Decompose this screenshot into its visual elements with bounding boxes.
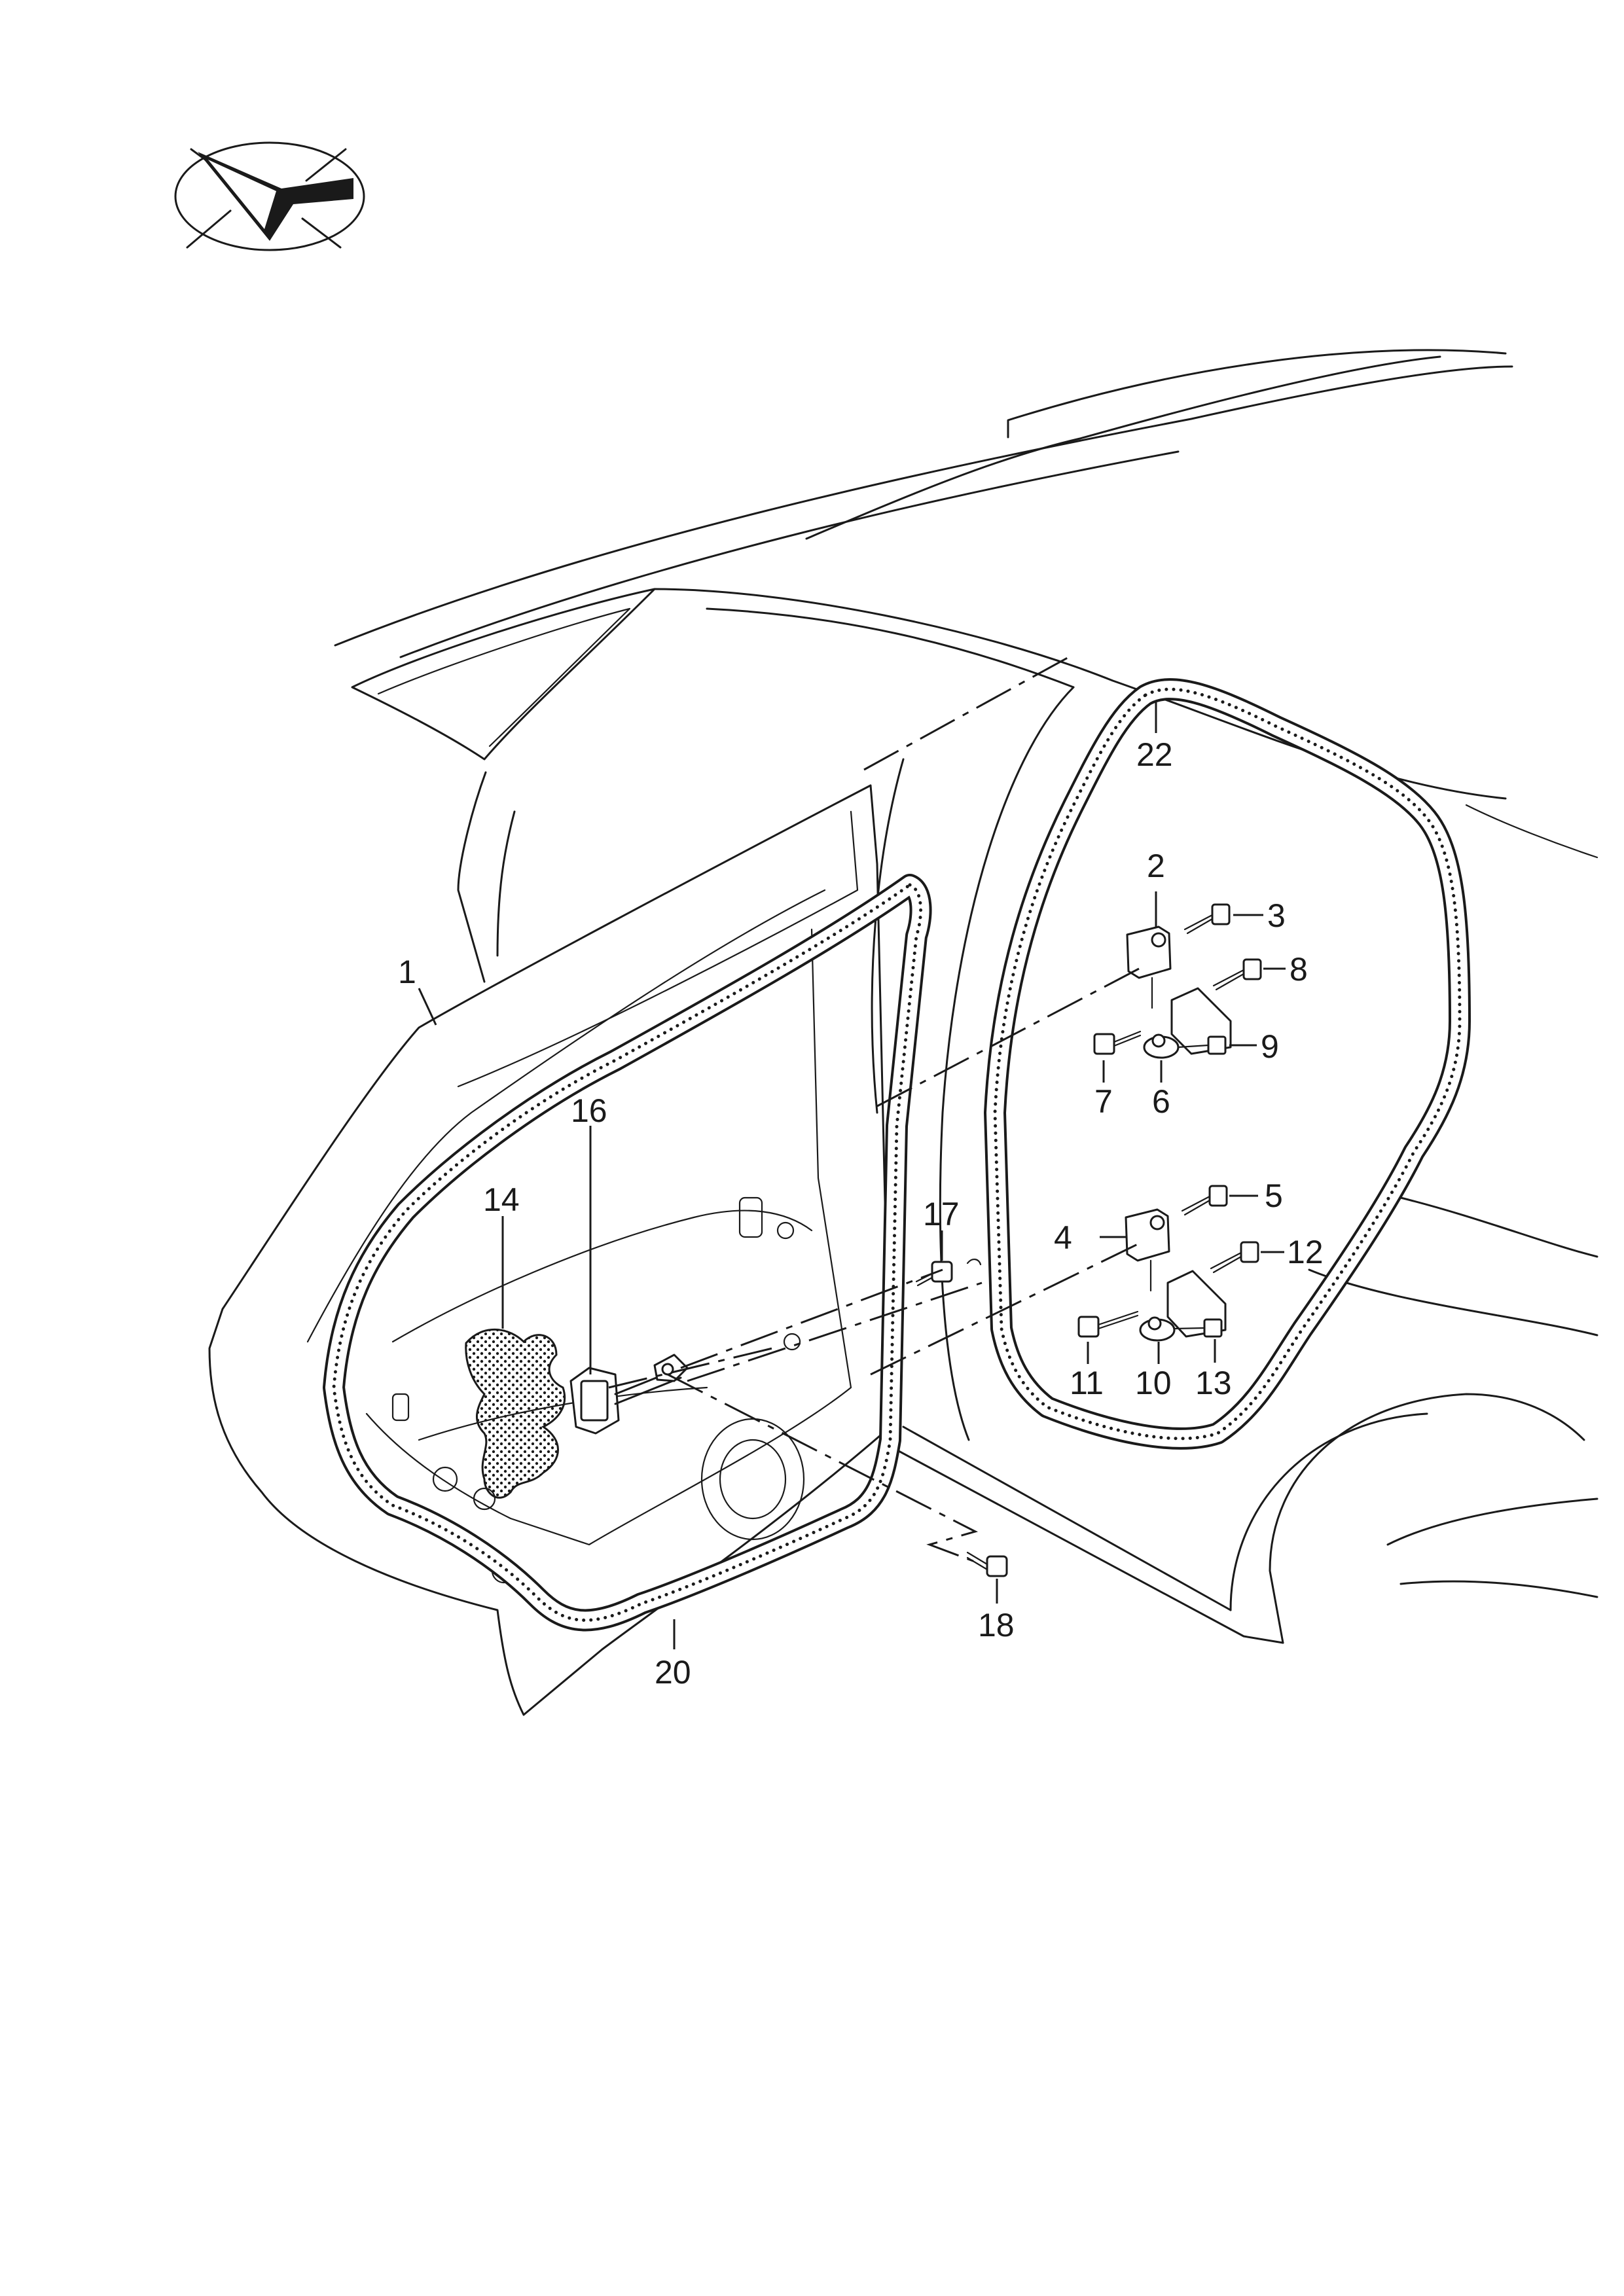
callout-16: 16: [571, 1092, 607, 1129]
callout-5: 5: [1265, 1177, 1283, 1214]
callout-7: 7: [1094, 1083, 1113, 1120]
car-body: [334, 349, 1598, 1644]
callout-11: 11: [1070, 1365, 1104, 1401]
bolt-7: [1093, 1030, 1142, 1055]
callout-6: 6: [1152, 1083, 1170, 1120]
bolt-8: [1212, 958, 1262, 991]
insulation-pad: [465, 1328, 566, 1499]
callout-17: 17: [923, 1196, 960, 1232]
upper-hinge: [1093, 903, 1262, 1059]
door-check-strap: [569, 1354, 689, 1435]
callout-22: 22: [1136, 736, 1173, 773]
door-seal: [323, 874, 932, 1632]
lower-hinge: [1077, 1185, 1259, 1342]
view-direction-arrow-icon: [174, 141, 365, 251]
callout-13: 13: [1195, 1365, 1232, 1401]
body-opening-seal: [984, 678, 1471, 1450]
bolt-12: [1210, 1241, 1259, 1274]
callout-8: 8: [1290, 951, 1308, 988]
callout-2: 2: [1147, 848, 1165, 884]
callout-12: 12: [1287, 1234, 1324, 1270]
callout-labels: 1 2 3 4 5 6 7 8 9 10 11 12 13 14 16 17 1…: [398, 736, 1324, 1691]
callout-1: 1: [398, 954, 416, 990]
bolt-18: [966, 1551, 1008, 1577]
bolt-5: [1181, 1185, 1228, 1216]
hinge-4: [1125, 1208, 1170, 1262]
cap-9: [1207, 1035, 1227, 1055]
bolt-3: [1183, 903, 1231, 935]
callout-10: 10: [1135, 1365, 1172, 1401]
hinge-2: [1126, 925, 1172, 979]
assembly-lines: [608, 653, 1140, 1566]
callout-18: 18: [978, 1607, 1015, 1643]
callout-20: 20: [655, 1654, 691, 1691]
callout-4: 4: [1054, 1219, 1072, 1256]
bolt-17: [915, 1259, 982, 1287]
callout-leaders: [418, 702, 1286, 1649]
callout-9: 9: [1261, 1028, 1279, 1065]
callout-3: 3: [1267, 897, 1286, 934]
callout-14: 14: [483, 1181, 520, 1218]
door-shell: [208, 784, 892, 1716]
cap-13: [1203, 1318, 1223, 1338]
bolt-11: [1077, 1310, 1139, 1338]
